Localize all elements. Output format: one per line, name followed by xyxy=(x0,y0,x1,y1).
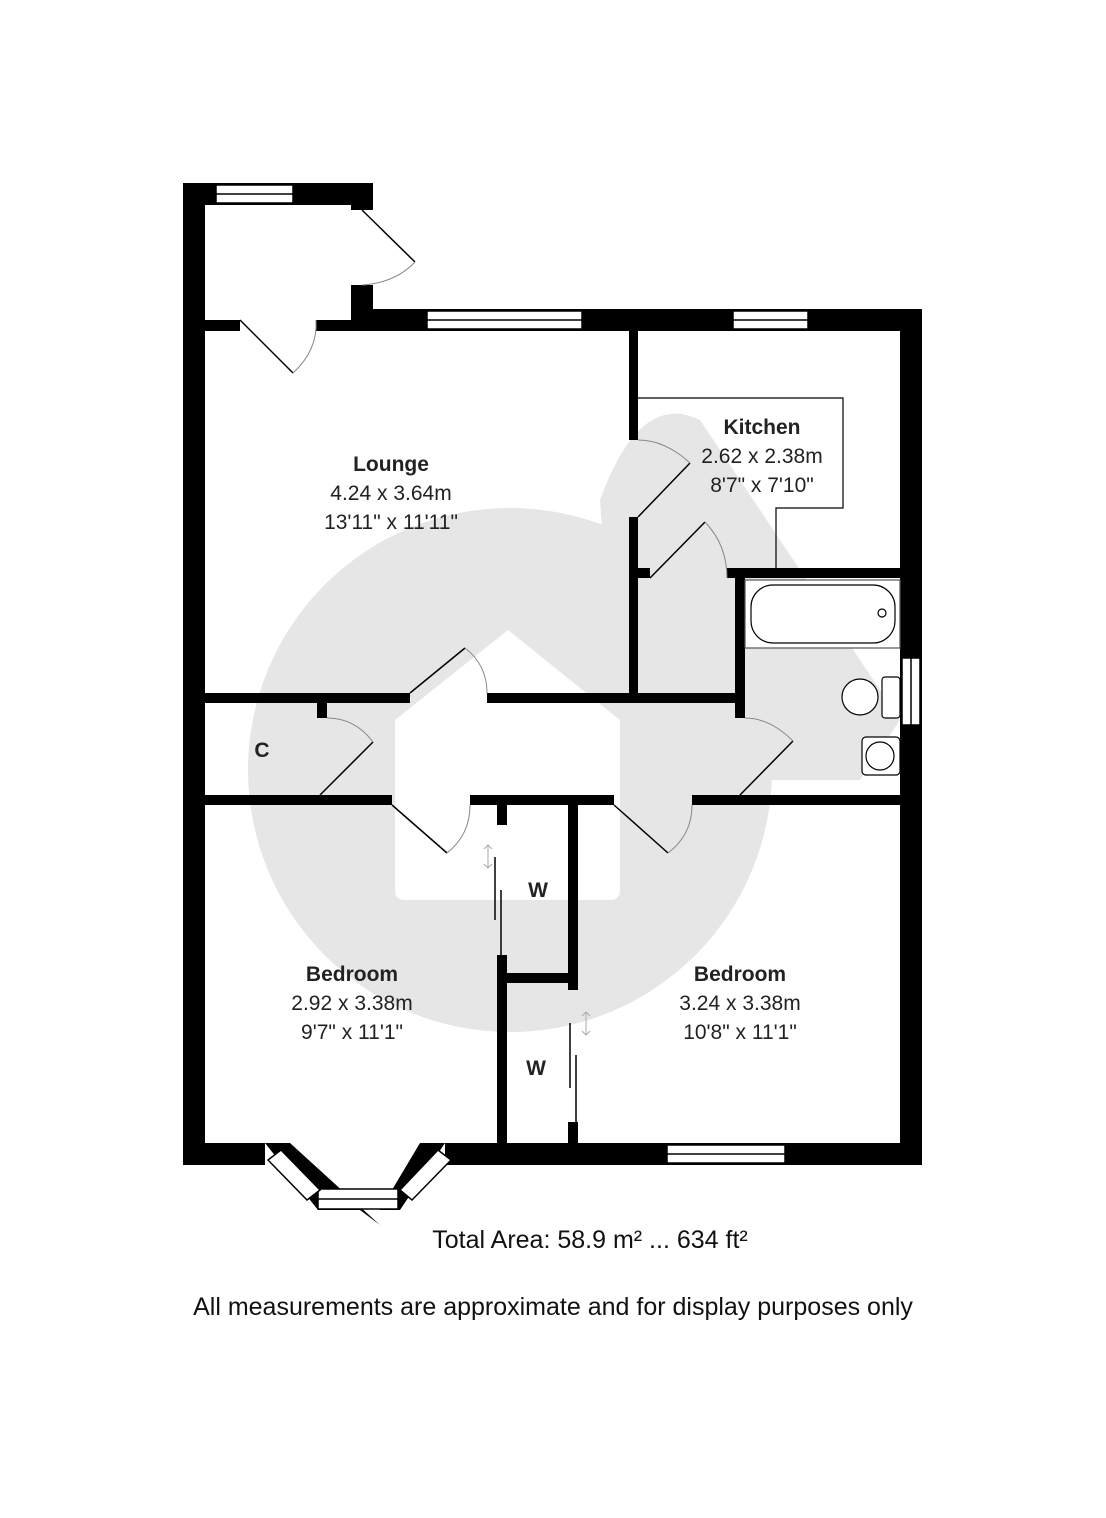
room-label-kitchen: Kitchen 2.62 x 2.38m 8'7" x 7'10" xyxy=(701,413,822,500)
room-name: W xyxy=(526,1057,546,1080)
room-metric: 2.92 x 3.38m xyxy=(291,992,413,1015)
doors xyxy=(239,209,794,1122)
room-name: Bedroom xyxy=(305,963,399,986)
windows xyxy=(215,184,921,1210)
room-label-bedroom-2: Bedroom 3.24 x 3.38m 10'8" x 11'1" xyxy=(679,960,800,1047)
fixtures xyxy=(638,397,901,776)
room-imperial: 8'7" x 7'10" xyxy=(710,474,814,497)
room-label-bedroom-1: Bedroom 2.92 x 3.38m 9'7" x 11'1" xyxy=(291,960,412,1047)
room-imperial: 10'8" x 11'1" xyxy=(683,1021,797,1044)
room-metric: 2.62 x 2.38m xyxy=(701,445,823,468)
room-name: Kitchen xyxy=(723,416,801,439)
room-label-lounge: Lounge 4.24 x 3.64m 13'11" x 11'11" xyxy=(324,450,458,537)
room-imperial: 13'11" x 11'11" xyxy=(324,511,458,534)
disclaimer: All measurements are approximate and for… xyxy=(193,1293,913,1321)
room-metric: 4.24 x 3.64m xyxy=(330,482,452,505)
room-label-wardrobe-1: W xyxy=(528,876,548,905)
room-label-wardrobe-2: W xyxy=(526,1054,546,1083)
room-imperial: 9'7" x 11'1" xyxy=(301,1021,403,1044)
room-name: Bedroom xyxy=(693,963,787,986)
room-name: Lounge xyxy=(353,453,429,476)
total-area: Total Area: 58.9 m² ... 634 ft² xyxy=(432,1226,748,1254)
room-name: W xyxy=(528,879,548,902)
room-metric: 3.24 x 3.38m xyxy=(679,992,801,1015)
room-name: C xyxy=(254,739,270,762)
watermark-logo xyxy=(248,413,900,1032)
room-label-cupboard: C xyxy=(254,736,269,765)
